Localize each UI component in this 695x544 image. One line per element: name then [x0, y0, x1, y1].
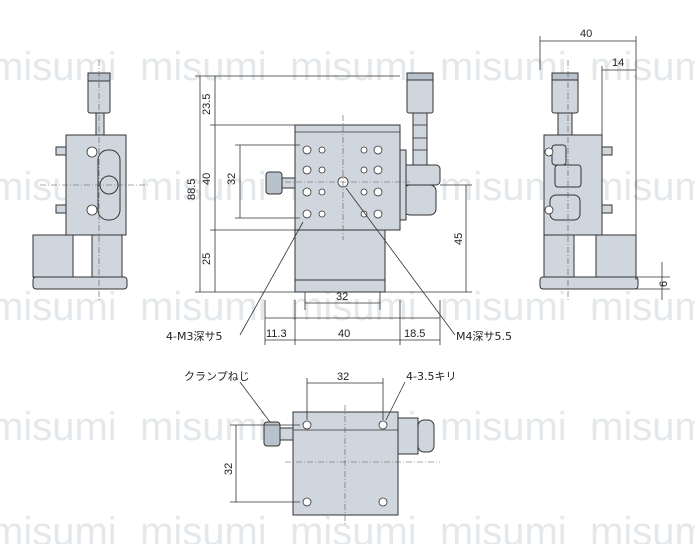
- dim-25: 25: [201, 253, 213, 265]
- dim-88-5: 88.5: [186, 179, 198, 200]
- dim-14: 14: [612, 57, 624, 69]
- svg-text:misumi: misumi: [140, 165, 267, 209]
- dim-23-5: 23.5: [201, 94, 213, 115]
- dim-40-bottom: 40: [338, 328, 350, 340]
- svg-text:misumi: misumi: [0, 405, 117, 449]
- dim-18-5: 18.5: [404, 328, 425, 340]
- svg-text:misumi: misumi: [140, 510, 267, 544]
- svg-text:misumi: misumi: [290, 45, 417, 89]
- dim-40-top: 40: [580, 28, 592, 40]
- callout-labels: 4-M3深サ5 M4深サ5.5 クランプねじ 4-3.5キリ: [166, 330, 512, 383]
- dimension-lines: [195, 36, 670, 503]
- svg-text:misumi: misumi: [440, 405, 567, 449]
- dim-32-plan-left: 32: [223, 463, 235, 475]
- plan-view: [263, 405, 440, 525]
- label-m3-depth: 4-M3深サ5: [166, 330, 222, 343]
- svg-text:misumi: misumi: [590, 285, 695, 329]
- svg-text:misumi: misumi: [0, 510, 117, 544]
- dim-40-left: 40: [201, 173, 213, 185]
- right-side-view: [539, 60, 639, 300]
- svg-text:misumi: misumi: [590, 165, 695, 209]
- svg-text:misumi: misumi: [440, 510, 567, 544]
- svg-text:misumi: misumi: [140, 405, 267, 449]
- dim-32-plan-top: 32: [337, 371, 349, 383]
- dim-45: 45: [453, 233, 465, 245]
- dim-6: 6: [658, 281, 670, 287]
- left-side-view: [32, 60, 150, 300]
- dim-32-mid: 32: [336, 291, 348, 303]
- svg-text:misumi: misumi: [290, 510, 417, 544]
- dimension-labels: 40 14 6 23.5 88.5 40 32 25 45 32 11.3 40…: [186, 28, 670, 475]
- label-m4-depth: M4深サ5.5: [456, 330, 512, 343]
- dim-32-left: 32: [226, 173, 238, 185]
- svg-text:misumi: misumi: [590, 510, 695, 544]
- svg-text:misumi: misumi: [590, 45, 695, 89]
- svg-text:misumi: misumi: [590, 405, 695, 449]
- dim-11-3: 11.3: [266, 328, 287, 340]
- svg-text:misumi: misumi: [140, 45, 267, 89]
- svg-text:misumi: misumi: [440, 45, 567, 89]
- label-clamp-screw: クランプねじ: [184, 370, 250, 383]
- svg-text:misumi: misumi: [0, 285, 117, 329]
- front-view: [265, 72, 441, 293]
- label-through-holes: 4-3.5キリ: [406, 370, 456, 383]
